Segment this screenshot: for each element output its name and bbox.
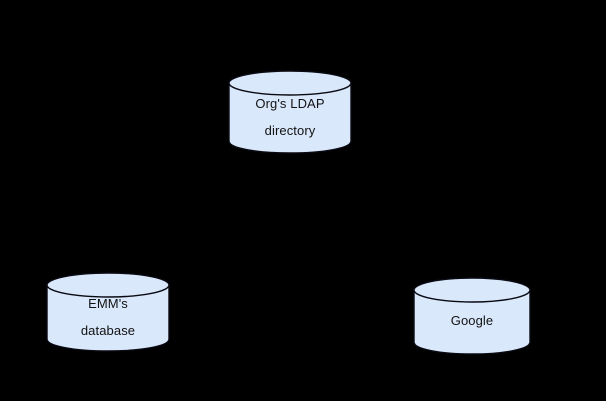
node-emm-database[interactable]: EMM's database [46, 272, 170, 352]
cylinder-shape-icon [46, 272, 170, 352]
cylinder-shape-icon [228, 70, 352, 154]
node-google[interactable]: Google [413, 277, 531, 355]
cylinder-shape-icon [413, 277, 531, 355]
node-org-ldap-directory[interactable]: Org's LDAP directory [228, 70, 352, 154]
